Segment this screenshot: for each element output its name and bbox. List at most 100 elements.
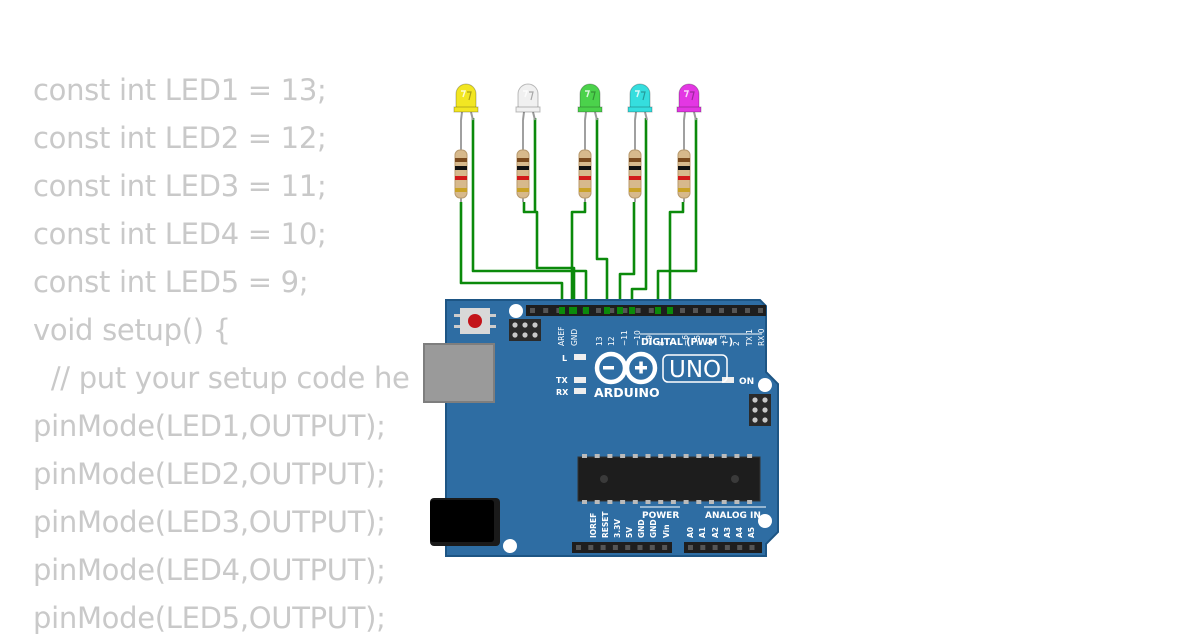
header-pin[interactable]: [625, 545, 631, 550]
analog-pin-header[interactable]: [684, 542, 762, 553]
header-pin[interactable]: [737, 545, 743, 550]
uno-model: UNO: [669, 357, 721, 383]
led-1[interactable]: [453, 83, 479, 121]
wire-end: [655, 307, 661, 314]
header-pin[interactable]: [745, 308, 750, 313]
code-line: pinMode(LED3,OUTPUT);: [33, 505, 386, 539]
usb-port: [423, 343, 495, 403]
tx-led: [574, 377, 586, 383]
header-pin[interactable]: [724, 545, 730, 550]
header-pin[interactable]: [576, 545, 581, 550]
header-pin[interactable]: [588, 545, 594, 550]
pin-label: A4: [735, 527, 744, 538]
reset-button[interactable]: [454, 308, 496, 334]
wire-end: [583, 307, 589, 314]
header-pin[interactable]: [600, 545, 606, 550]
wire-end: [617, 307, 623, 314]
header-body: [684, 542, 762, 553]
pin-label: AREF: [557, 327, 566, 346]
pin-label: RX 0: [757, 328, 766, 346]
header-pin[interactable]: [706, 308, 711, 313]
code-line: pinMode(LED5,OUTPUT);: [33, 601, 386, 635]
pin-label: RESET: [601, 511, 610, 538]
header-pin[interactable]: [688, 545, 693, 550]
header-body: [572, 542, 672, 553]
wire-end: [569, 307, 575, 314]
header-pin[interactable]: [662, 545, 668, 550]
header-pin[interactable]: [712, 545, 718, 550]
code-line: // put your setup code he: [33, 361, 410, 395]
resistor-2[interactable]: [516, 120, 530, 202]
header-pin[interactable]: [596, 308, 601, 313]
led-5[interactable]: [676, 83, 702, 121]
header-pin[interactable]: [719, 308, 724, 313]
resistor-3[interactable]: [578, 120, 592, 202]
code-line: const int LED4 = 10;: [33, 217, 327, 251]
resistor-5[interactable]: [677, 120, 691, 202]
header-pin[interactable]: [556, 308, 562, 313]
pin-label: 12: [607, 336, 616, 346]
code-line: void setup() {: [33, 313, 231, 347]
header-pin[interactable]: [749, 545, 755, 550]
header-pin[interactable]: [648, 308, 654, 313]
pin-label: ~5: [693, 335, 702, 346]
pin-label: Vin: [662, 524, 671, 538]
led-2[interactable]: [515, 83, 541, 121]
pin-label: ~11: [620, 330, 629, 346]
code-line: const int LED5 = 9;: [33, 265, 309, 299]
header-pin[interactable]: [732, 308, 737, 313]
arduino-brand: ARDUINO: [594, 385, 660, 400]
header-pin[interactable]: [758, 308, 763, 313]
wire: [570, 202, 587, 311]
pin-label: 4: [706, 341, 715, 346]
icsp-header-right: [749, 394, 771, 426]
header-pin[interactable]: [693, 308, 698, 313]
header-body: [526, 305, 766, 316]
header-pin[interactable]: [700, 545, 706, 550]
power-pin-header[interactable]: [572, 542, 672, 553]
mounting-hole: [758, 514, 772, 528]
led-3[interactable]: [577, 83, 603, 121]
header-pin[interactable]: [543, 308, 549, 313]
wire-ends: [559, 307, 673, 314]
pin-label: ~3: [719, 335, 728, 346]
wire: [595, 118, 609, 311]
pin-label: A3: [723, 527, 732, 538]
header-pin[interactable]: [622, 308, 628, 313]
header-pin[interactable]: [635, 308, 641, 313]
analog-label: ANALOG IN: [705, 511, 761, 521]
uno-badge: [662, 354, 728, 383]
code-line: const int LED2 = 12;: [33, 121, 327, 155]
code-line: pinMode(LED2,OUTPUT);: [33, 457, 386, 491]
wire: [668, 202, 685, 311]
led-4[interactable]: [627, 83, 653, 121]
pin-label: A1: [698, 527, 707, 538]
components: [453, 83, 702, 202]
pin-label: ~10: [633, 330, 642, 346]
wire-end: [667, 307, 673, 314]
rx-led: [574, 388, 586, 394]
pin-label: 8: [657, 341, 666, 346]
resistor-4[interactable]: [628, 120, 642, 202]
l-led: [574, 354, 586, 360]
header-pin[interactable]: [612, 545, 618, 550]
on-label: ON: [739, 377, 754, 387]
mounting-hole: [503, 539, 517, 553]
pin-label: 7: [669, 341, 678, 346]
wire: [459, 202, 564, 311]
resistor-1[interactable]: [454, 120, 468, 202]
pin-label: A2: [711, 527, 720, 538]
code-line: const int LED3 = 11;: [33, 169, 327, 203]
pin-label: ~6: [681, 335, 690, 346]
header-pin[interactable]: [637, 545, 643, 550]
header-pin[interactable]: [609, 308, 615, 313]
power-label: POWER: [642, 511, 679, 521]
header-pin[interactable]: [649, 545, 655, 550]
header-pin[interactable]: [530, 308, 535, 313]
wire-end: [559, 307, 565, 314]
header-pin[interactable]: [680, 308, 685, 313]
power-jack: [430, 498, 500, 546]
